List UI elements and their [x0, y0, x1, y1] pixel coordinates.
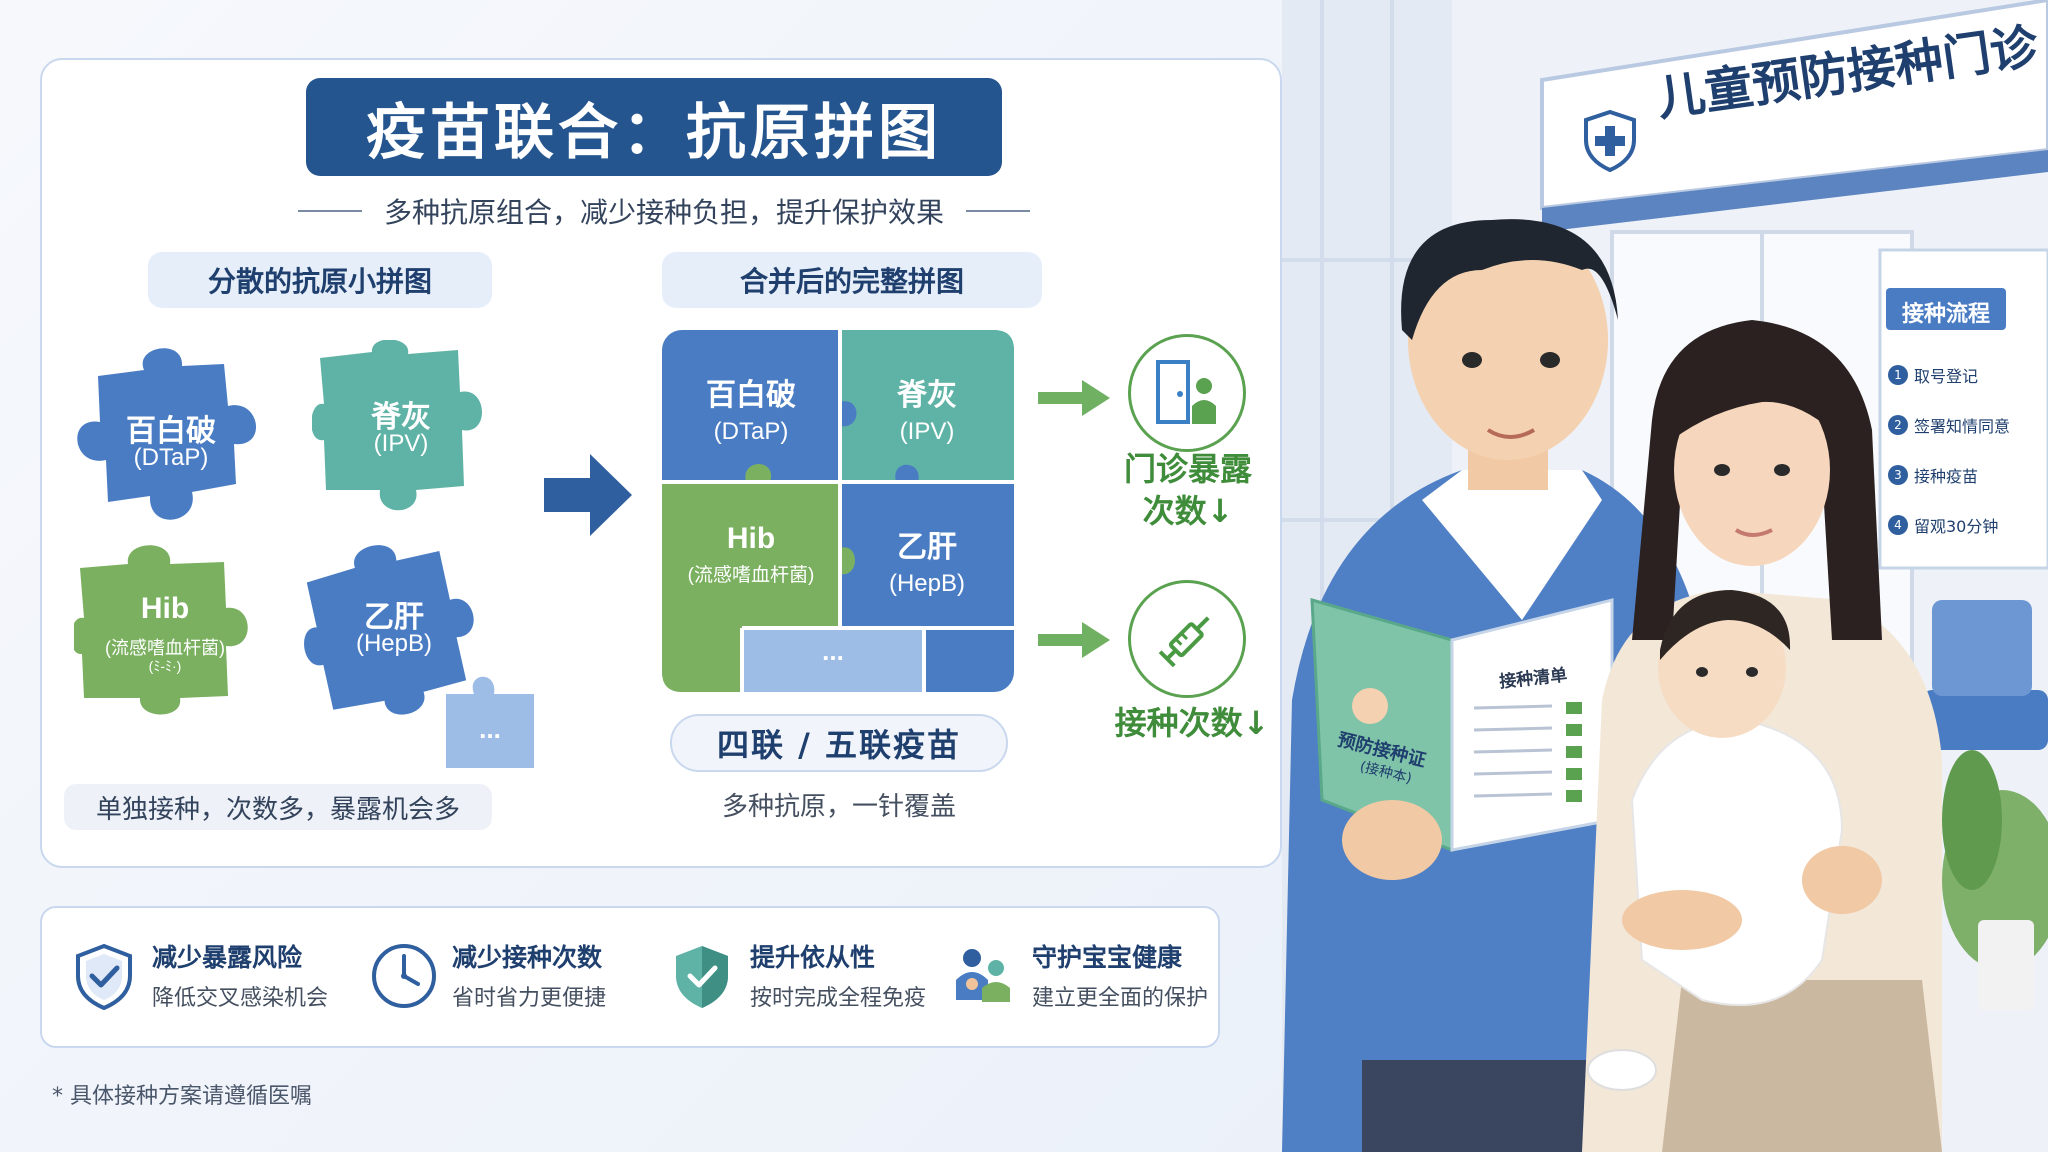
combine-arrow-icon [544, 454, 632, 536]
puzzle-piece-shape [304, 545, 474, 715]
cell-code: (DTaP) [713, 418, 789, 445]
cell-label: 百白破 [706, 379, 796, 412]
infographic-panel [40, 58, 1282, 868]
benefit-item: 减少接种次数 省时省力更便捷 [368, 934, 618, 1024]
scattered-heading: 分散的抗原小拼图 [148, 252, 492, 308]
cell-more-dots: ... [822, 636, 844, 666]
combined-cell-ipv: 脊灰 (IPV) [840, 370, 1014, 446]
cell-label: 脊灰 [897, 379, 957, 412]
puzzle-piece-shape [74, 545, 248, 715]
benefit-item: 提升依从性 按时完成全程免疫 [666, 934, 936, 1024]
clinic-scene [1282, 0, 2048, 1152]
piece-code: (DTaP) [133, 444, 209, 471]
benefit-title: 守护宝宝健康 [1032, 943, 1183, 972]
step-label: 留观30分钟 [1914, 517, 1999, 536]
piece-label: 百白破 [126, 415, 216, 448]
piece-extra: (ﾐ-ﾐ·) [148, 658, 182, 674]
benefit-desc: 按时完成全程免疫 [750, 986, 927, 1011]
puzzle-piece-hepb: 乙肝 (HepB) [302, 534, 486, 722]
puzzle-piece-shape [446, 676, 534, 768]
piece-label: 乙肝 [364, 601, 424, 634]
subtitle: 多种抗原组合，减少接种负担，提升保护效果 [270, 188, 1058, 234]
process-board-steps: 1 取号登记 2 签署知情同意 3 接种疫苗 4 留观30分钟 [1888, 350, 2048, 550]
syringe-icon [1128, 580, 1246, 698]
puzzle-piece-dtap: 百白破 (DTaP) [64, 336, 278, 532]
cell-code: (流感嗜血杆菌) [687, 565, 815, 586]
outcome-line: 门诊暴露 [1123, 450, 1252, 488]
step-number: 2 [1888, 415, 1908, 435]
outcome-arrow-icon [1038, 380, 1110, 416]
cell-code: (IPV) [899, 418, 955, 445]
piece-code: (流感嗜血杆菌) [105, 638, 225, 658]
step-number: 3 [1888, 465, 1908, 485]
benefit-desc: 降低交叉感染机会 [152, 986, 329, 1011]
benefit-title: 减少暴露风险 [152, 943, 303, 972]
cell-label: 乙肝 [897, 531, 957, 564]
scattered-note: 单独接种，次数多，暴露机会多 [64, 784, 492, 830]
step-label: 取号登记 [1914, 367, 1979, 386]
combined-puzzle-shape [662, 330, 1014, 692]
benefit-item: 减少暴露风险 降低交叉感染机会 [68, 934, 328, 1024]
piece-label: 脊灰 [371, 401, 431, 434]
benefit-item: 守护宝宝健康 建立更全面的保护 [948, 934, 1218, 1024]
puzzle-piece-hib: Hib (流感嗜血杆菌) (ﾐ-ﾐ·) [74, 538, 256, 718]
piece-code: (IPV) [373, 430, 429, 457]
subtitle-text: 多种抗原组合，减少接种负担，提升保护效果 [383, 196, 944, 229]
piece-label: Hib [140, 592, 190, 625]
outcome-injection-text: 接种次数↓ [1114, 704, 1270, 742]
syringe-glyph [1158, 616, 1210, 668]
combined-heading: 合并后的完整拼图 [662, 252, 1042, 308]
shield-check-icon [76, 943, 132, 1011]
outcome-line: 次数↓ [1142, 492, 1234, 530]
clinic-door-icon [1128, 334, 1246, 452]
process-step: 3 接种疫苗 [1888, 450, 2048, 500]
benefit-desc: 建立更全面的保护 [1032, 986, 1209, 1011]
outcome-clinic-text: 门诊暴露 次数↓ [1100, 448, 1276, 532]
cell-code: (HepB) [888, 570, 966, 597]
puzzle-piece-shape [77, 348, 257, 520]
combined-cell-more: ... [742, 636, 924, 667]
benefit-title: 减少接种次数 [452, 943, 603, 972]
shield-check-filled-icon [676, 946, 728, 1008]
clinic-illustration: 儿童预防接种门诊 接种流程 1 取号登记 2 签署知情同意 3 接种疫苗 4 留… [1282, 0, 2048, 1152]
footnote: * 具体接种方案请遵循医嘱 [52, 1084, 312, 1109]
puzzle-piece-shape [312, 340, 482, 511]
step-number: 4 [1888, 515, 1908, 535]
step-label: 签署知情同意 [1914, 417, 2011, 436]
subtitle-dash-right [966, 210, 1030, 212]
cell-label: Hib [726, 522, 776, 555]
piece-code: (HepB) [355, 630, 433, 657]
combined-cell-dtap: 百白破 (DTaP) [662, 370, 840, 446]
clock-icon [372, 944, 436, 1008]
door-person-glyph [1156, 360, 1216, 424]
benefits-bar: 减少暴露风险 降低交叉感染机会 减少接种次数 省时省力更便捷 提升依从性 按时完… [40, 906, 1220, 1048]
subtitle-dash-left [297, 210, 362, 212]
step-label: 接种疫苗 [1914, 467, 1979, 486]
process-step: 1 取号登记 [1888, 350, 2048, 400]
process-step: 4 留观30分钟 [1888, 500, 2048, 550]
combo-vaccine-label: 四联 / 五联疫苗 [670, 714, 1008, 772]
combined-cell-hepb: 乙肝 (HepB) [840, 522, 1014, 598]
process-board-title: 接种流程 [1901, 302, 1990, 327]
family-icon [956, 949, 1010, 1002]
step-number: 1 [1888, 365, 1908, 385]
outcome-arrow-icon [1038, 622, 1110, 658]
benefit-title: 提升依从性 [750, 943, 876, 972]
page-title: 疫苗联合：抗原拼图 [306, 78, 1002, 176]
puzzle-piece-ipv: 脊灰 (IPV) [312, 340, 490, 516]
puzzle-piece-more: ... [444, 666, 536, 770]
combo-caption: 多种抗原，一针覆盖 [721, 792, 956, 822]
piece-more-dots: ... [479, 714, 501, 744]
process-step: 2 签署知情同意 [1888, 400, 2048, 450]
combined-puzzle: 百白破 (DTaP) 脊灰 (IPV) Hib (流感嗜血杆菌) 乙肝 (Hep… [662, 330, 1014, 692]
combined-cell-hib: Hib (流感嗜血杆菌) [662, 522, 840, 587]
benefit-desc: 省时省力更便捷 [452, 986, 607, 1011]
